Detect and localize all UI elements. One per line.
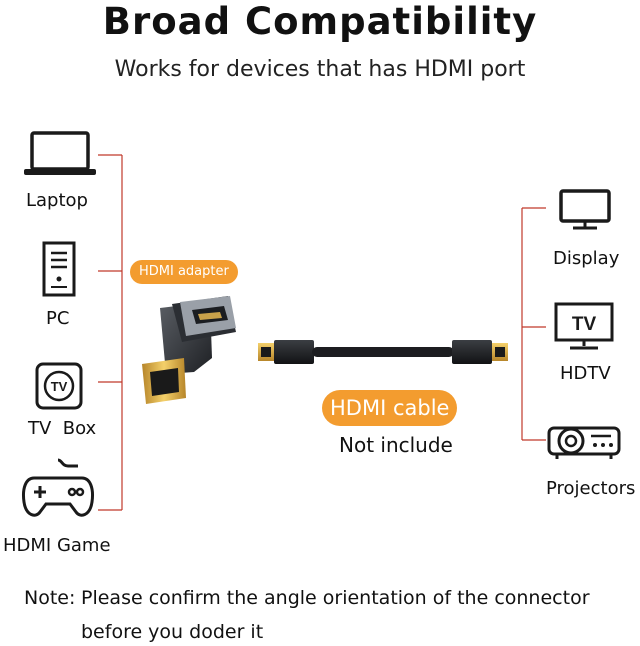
device-label-projectors: Projectors: [546, 478, 636, 499]
page-title: Broad Compatibility: [102, 0, 538, 43]
projector-icon: [547, 426, 621, 459]
pc-tower-icon: [42, 241, 76, 297]
hdtv-icon: TV: [554, 302, 614, 350]
laptop-icon: [24, 131, 96, 175]
device-label-display: Display: [553, 248, 620, 269]
note-line-2: before you doder it: [81, 621, 264, 643]
tv-box-icon: TV: [35, 362, 83, 410]
monitor-icon: [559, 189, 611, 230]
hdtv-icon-text: TV: [572, 314, 597, 335]
hdmi-cable-image: [258, 340, 508, 364]
note-prefix: Note:: [24, 587, 76, 609]
hdmi-cable-caption: Not include: [339, 433, 453, 457]
note-line-1: Please confirm the angle orientation of …: [81, 587, 590, 609]
device-label-laptop: Laptop: [26, 190, 88, 211]
device-label-tv-box: TV Box: [28, 418, 97, 439]
hdmi-adapter-image: [142, 296, 236, 404]
device-label-pc: PC: [46, 308, 70, 329]
gamepad-icon: [22, 458, 94, 517]
tv-box-icon-text: TV: [51, 379, 68, 394]
device-label-hdtv: HDTV: [560, 363, 611, 384]
hdmi-adapter-tag: HDMI adapter: [130, 260, 238, 284]
device-label-hdmi-game: HDMI Game: [3, 535, 111, 556]
page-subtitle: Works for devices that has HDMI port: [114, 57, 526, 82]
hdmi-cable-tag: HDMI cable: [322, 390, 458, 426]
